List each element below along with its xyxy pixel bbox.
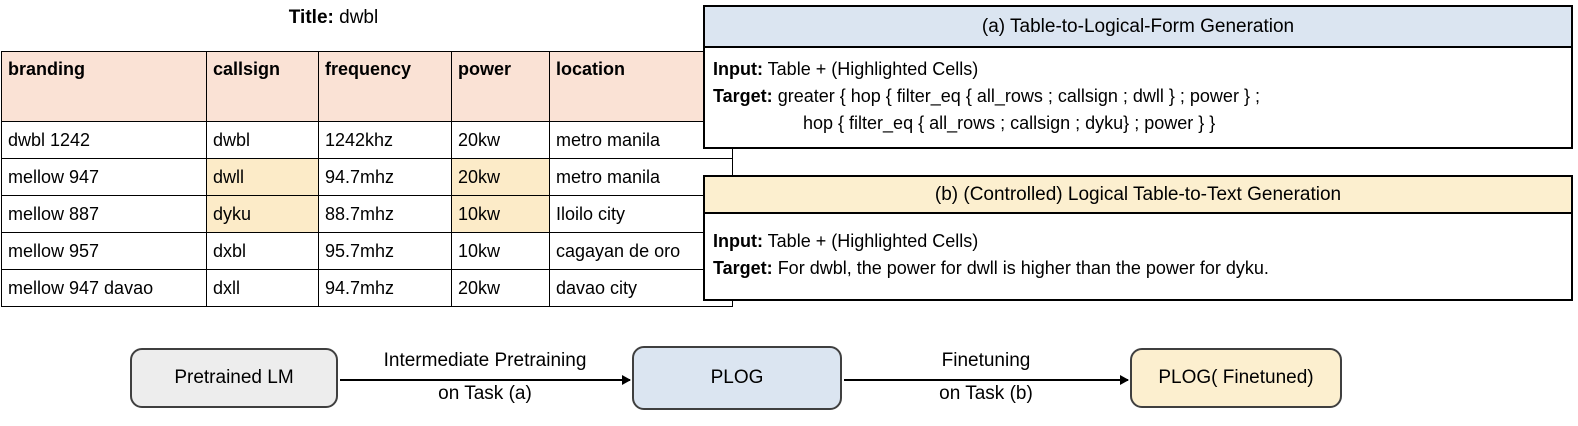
task-panel-b-body: Input: Table + (Highlighted Cells) Targe…: [705, 214, 1571, 282]
task-a-input-line: Input: Table + (Highlighted Cells): [713, 56, 1571, 83]
pipeline-flow-diagram: Pretrained LM Intermediate Pretraining o…: [0, 330, 1578, 426]
cell-power: 20kw: [451, 269, 550, 307]
task-panel-b-header: (b) (Controlled) Logical Table-to-Text G…: [705, 177, 1571, 214]
table-panel: Title: dwbl branding callsign frequency …: [0, 0, 733, 307]
task-b-input-value: Table + (Highlighted Cells): [767, 231, 979, 251]
task-b-target-line: Target: For dwbl, the power for dwll is …: [713, 255, 1571, 282]
cell-power-highlighted: 20kw: [451, 158, 550, 196]
task-panel-a: (a) Table-to-Logical-Form Generation Inp…: [703, 5, 1573, 149]
cell-power: 10kw: [451, 232, 550, 270]
task-a-input-value: Table + (Highlighted Cells): [767, 59, 979, 79]
column-header-power: power: [451, 51, 550, 122]
cell-frequency: 94.7mhz: [318, 269, 452, 307]
table-header: branding callsign frequency power locati…: [1, 51, 733, 122]
flow-node-plog: PLOG: [632, 346, 842, 410]
cell-branding: mellow 957: [1, 232, 207, 270]
cell-branding: dwbl 1242: [1, 121, 207, 159]
task-panel-a-header: (a) Table-to-Logical-Form Generation: [705, 7, 1571, 48]
task-a-target-value: greater { hop { filter_eq { all_rows ; c…: [777, 86, 1260, 106]
cell-branding: mellow 947: [1, 158, 207, 196]
cell-power-highlighted: 10kw: [451, 195, 550, 233]
task-a-target-line: Target: greater { hop { filter_eq { all_…: [713, 83, 1571, 110]
cell-callsign-highlighted: dwll: [206, 158, 319, 196]
cell-location: davao city: [549, 269, 733, 307]
cell-callsign: dxbl: [206, 232, 319, 270]
task-b-input-line: Input: Table + (Highlighted Cells): [713, 228, 1571, 255]
flow-arrow-pretraining-label: Intermediate Pretraining on Task (a): [340, 348, 630, 406]
table-row: mellow 957 dxbl 95.7mhz 10kw cagayan de …: [1, 232, 733, 270]
cell-frequency: 88.7mhz: [318, 195, 452, 233]
flow-arrow-finetuning-label: Finetuning on Task (b): [844, 348, 1128, 406]
table-body: dwbl 1242 dwbl 1242khz 20kw metro manila…: [1, 121, 733, 307]
table-row: mellow 887 dyku 88.7mhz 10kw Iloilo city: [1, 195, 733, 233]
task-b-target-value: For dwbl, the power for dwll is higher t…: [777, 258, 1269, 278]
flow-arrow-finetuning-label-line1: Finetuning: [941, 350, 1031, 371]
flow-node-plog-finetuned: PLOG( Finetuned): [1130, 348, 1342, 408]
flow-node-pretrained-lm: Pretrained LM: [130, 348, 338, 408]
cell-branding: mellow 947 davao: [1, 269, 207, 307]
cell-frequency: 94.7mhz: [318, 158, 452, 196]
task-panel-b: (b) (Controlled) Logical Table-to-Text G…: [703, 175, 1573, 301]
cell-callsign-highlighted: dyku: [206, 195, 319, 233]
cell-location: cagayan de oro: [549, 232, 733, 270]
task-a-target-label: Target:: [713, 86, 773, 106]
flow-arrow-finetuning: [844, 375, 1129, 385]
cell-location: Iloilo city: [549, 195, 733, 233]
cell-frequency: 1242khz: [318, 121, 452, 159]
column-header-branding: branding: [1, 51, 207, 122]
table-title-value: dwbl: [339, 7, 379, 28]
cell-frequency: 95.7mhz: [318, 232, 452, 270]
cell-power: 20kw: [451, 121, 550, 159]
table-title-label: Title:: [288, 7, 334, 28]
table-header-row: branding callsign frequency power locati…: [1, 51, 733, 122]
radio-stations-table: branding callsign frequency power locati…: [1, 51, 733, 307]
cell-callsign: dwbl: [206, 121, 319, 159]
task-b-input-label: Input:: [713, 231, 763, 251]
column-header-callsign: callsign: [206, 51, 319, 122]
task-panel-a-body: Input: Table + (Highlighted Cells) Targe…: [705, 48, 1571, 137]
cell-branding: mellow 887: [1, 195, 207, 233]
flow-arrow-pretraining-label-line1: Intermediate Pretraining: [383, 350, 587, 371]
table-row: mellow 947 dwll 94.7mhz 20kw metro manil…: [1, 158, 733, 196]
column-header-location: location: [549, 51, 733, 122]
task-a-target-value-line2: hop { filter_eq { all_rows ; callsign ; …: [803, 113, 1216, 133]
page-title: Title: dwbl: [0, 6, 667, 30]
column-header-frequency: frequency: [318, 51, 452, 122]
cell-callsign: dxll: [206, 269, 319, 307]
table-row: dwbl 1242 dwbl 1242khz 20kw metro manila: [1, 121, 733, 159]
task-a-input-label: Input:: [713, 59, 763, 79]
flow-arrow-pretraining: [340, 375, 631, 385]
table-row: mellow 947 davao dxll 94.7mhz 20kw davao…: [1, 269, 733, 307]
flow-arrow-finetuning-label-line2: on Task (b): [939, 383, 1033, 404]
flow-arrow-pretraining-label-line2: on Task (a): [438, 383, 532, 404]
task-b-target-label: Target:: [713, 258, 773, 278]
